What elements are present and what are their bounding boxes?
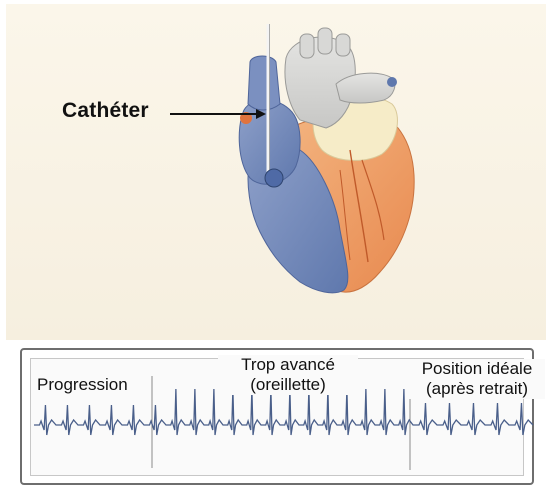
label-line: (après retrait)	[409, 379, 545, 399]
label-line: Trop avancé	[218, 355, 358, 375]
label-trop-avance: Trop avancé (oreillette)	[218, 355, 358, 395]
label-progression: Progression	[37, 375, 128, 395]
label-line: Position idéale	[409, 359, 545, 379]
label-position-ideale: Position idéale (après retrait)	[409, 359, 545, 399]
label-line: Progression	[37, 375, 128, 395]
label-line: (oreillette)	[218, 375, 358, 395]
